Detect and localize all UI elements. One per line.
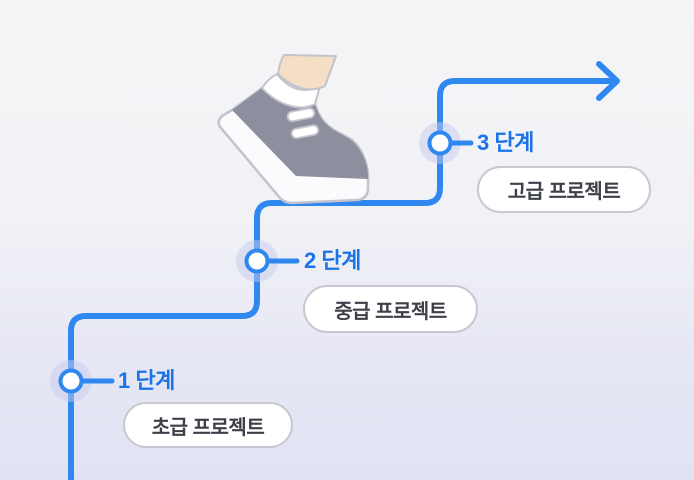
shoe-lace-top bbox=[286, 107, 316, 123]
stepping-sneaker-icon bbox=[217, 54, 370, 205]
milestone-circle-3 bbox=[427, 130, 453, 156]
shoe-sock bbox=[261, 73, 321, 109]
stage-2-label: 2 단계 bbox=[304, 248, 361, 273]
stage-3-label: 3 단계 bbox=[477, 130, 534, 155]
progress-path bbox=[68, 78, 614, 480]
ankle-skin bbox=[277, 54, 337, 91]
stage-1-label: 1 단계 bbox=[118, 368, 175, 393]
milestone-circle-2 bbox=[244, 248, 270, 274]
shoe-lace-bottom bbox=[290, 124, 320, 140]
stage-3-project-pill: 고급 프로젝트 bbox=[477, 166, 651, 213]
stage-1-project-pill: 초급 프로젝트 bbox=[123, 402, 293, 448]
stage-2-project-pill: 중급 프로젝트 bbox=[303, 285, 478, 333]
milestone-circle-1 bbox=[58, 368, 84, 394]
arrow-right-icon bbox=[596, 61, 620, 101]
